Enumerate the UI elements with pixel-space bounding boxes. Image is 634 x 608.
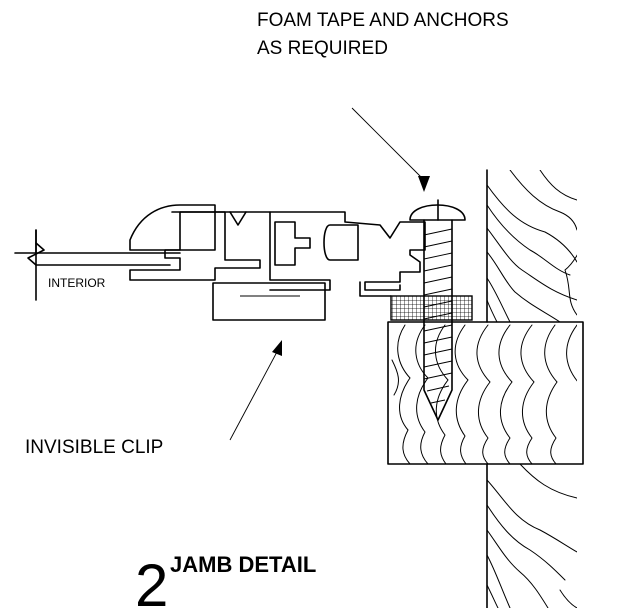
foam-tape-label-line1: FOAM TAPE AND ANCHORS xyxy=(257,10,509,31)
invisible-clip-label: INVISIBLE CLIP xyxy=(25,437,163,458)
lower-wood-jamb xyxy=(487,464,577,608)
detail-number: 2 xyxy=(135,552,168,608)
foam-tape xyxy=(390,295,473,321)
sill-outline xyxy=(387,321,584,465)
sill-wood-grain xyxy=(391,324,577,464)
glazing-bead xyxy=(129,204,216,251)
frame-extrusion xyxy=(129,211,426,297)
upper-wood-jamb xyxy=(487,170,577,322)
anchor-screw xyxy=(409,199,466,421)
leader-clip xyxy=(229,340,282,441)
interior-label: INTERIOR xyxy=(48,276,106,290)
leader-foam xyxy=(351,107,430,192)
detail-title: JAMB DETAIL xyxy=(170,552,316,577)
glazing-panel xyxy=(14,229,181,301)
invisible-clip xyxy=(212,282,326,321)
foam-tape-label-line2: AS REQUIRED xyxy=(257,38,388,59)
